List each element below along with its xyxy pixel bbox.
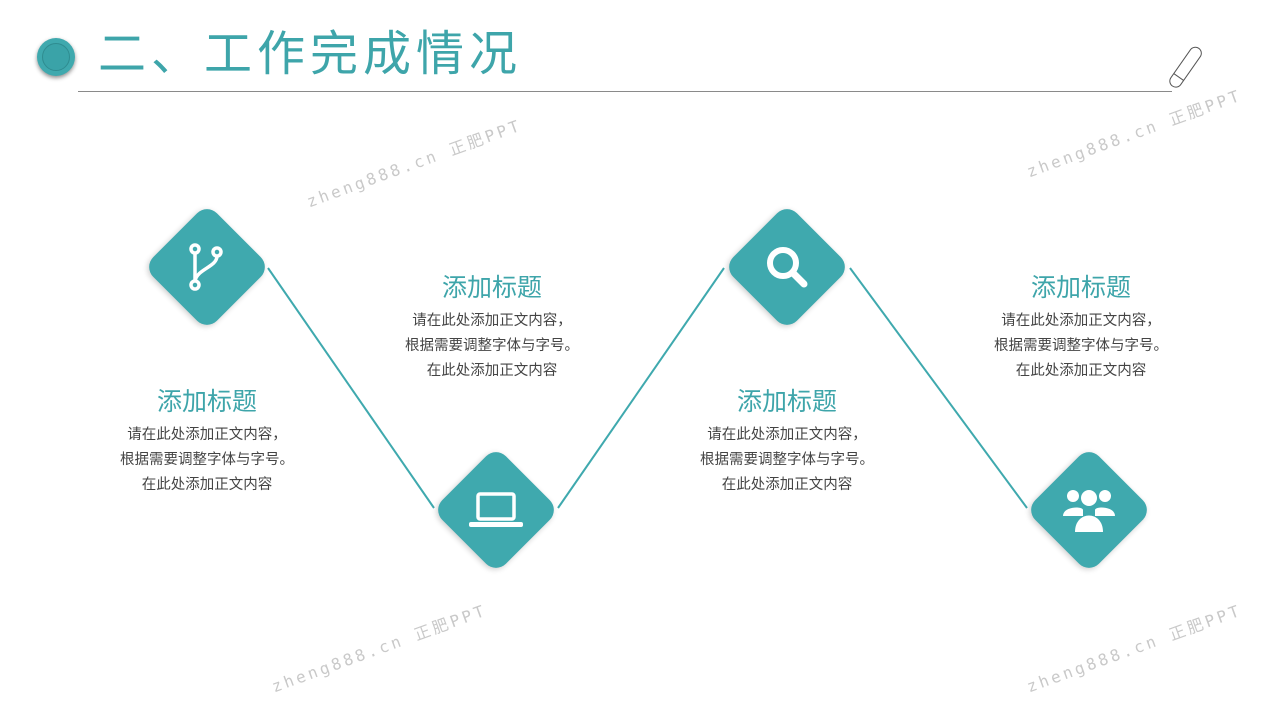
- step-title: 添加标题: [441, 273, 542, 302]
- title-bullet-circle: [37, 38, 75, 76]
- branch-icon: [189, 243, 223, 291]
- step-1-text: 添加标题 请在此处添加正文内容， 根据需要调整字体与字号。在此处添加正文内容: [87, 385, 327, 498]
- step-body-line: 在此处添加正文内容: [721, 477, 853, 493]
- step-body-line: 请在此处添加正文内容，: [1001, 313, 1161, 329]
- step-body-line: 根据需要调整字体与字号。: [700, 452, 874, 468]
- step-body-line: 根据需要调整字体与字号。: [405, 338, 579, 354]
- step-body-line: 在此处添加正文内容: [1015, 363, 1147, 379]
- step-body-line: 请在此处添加正文内容，: [707, 427, 867, 443]
- step-body-line: 请在此处添加正文内容，: [127, 427, 287, 443]
- connector-line: [557, 267, 725, 509]
- step-body-line: 根据需要调整字体与字号。: [994, 338, 1168, 354]
- connector-line: [267, 267, 435, 509]
- pen-icon: [1169, 46, 1202, 88]
- step-title: 添加标题: [736, 387, 837, 416]
- step-body-line: 请在此处添加正文内容，: [412, 313, 572, 329]
- step-body-line: 在此处添加正文内容: [426, 363, 558, 379]
- step-2-text: 添加标题 请在此处添加正文内容， 根据需要调整字体与字号。在此处添加正文内容: [372, 271, 612, 384]
- step-body-line: 根据需要调整字体与字号。: [120, 452, 294, 468]
- users-icon: [1063, 490, 1115, 532]
- page-title: 二、工作完成情况: [98, 26, 523, 82]
- step-title: 添加标题: [156, 387, 257, 416]
- step-3-text: 添加标题 请在此处添加正文内容， 根据需要调整字体与字号。在此处添加正文内容: [667, 385, 907, 498]
- step-4-text: 添加标题 请在此处添加正文内容， 根据需要调整字体与字号。在此处添加正文内容: [961, 271, 1201, 384]
- search-icon: [767, 247, 808, 288]
- title-divider: [78, 91, 1172, 92]
- step-title: 添加标题: [1030, 273, 1131, 302]
- laptop-icon: [469, 492, 523, 527]
- connector-line: [849, 267, 1028, 509]
- step-body-line: 在此处添加正文内容: [141, 477, 273, 493]
